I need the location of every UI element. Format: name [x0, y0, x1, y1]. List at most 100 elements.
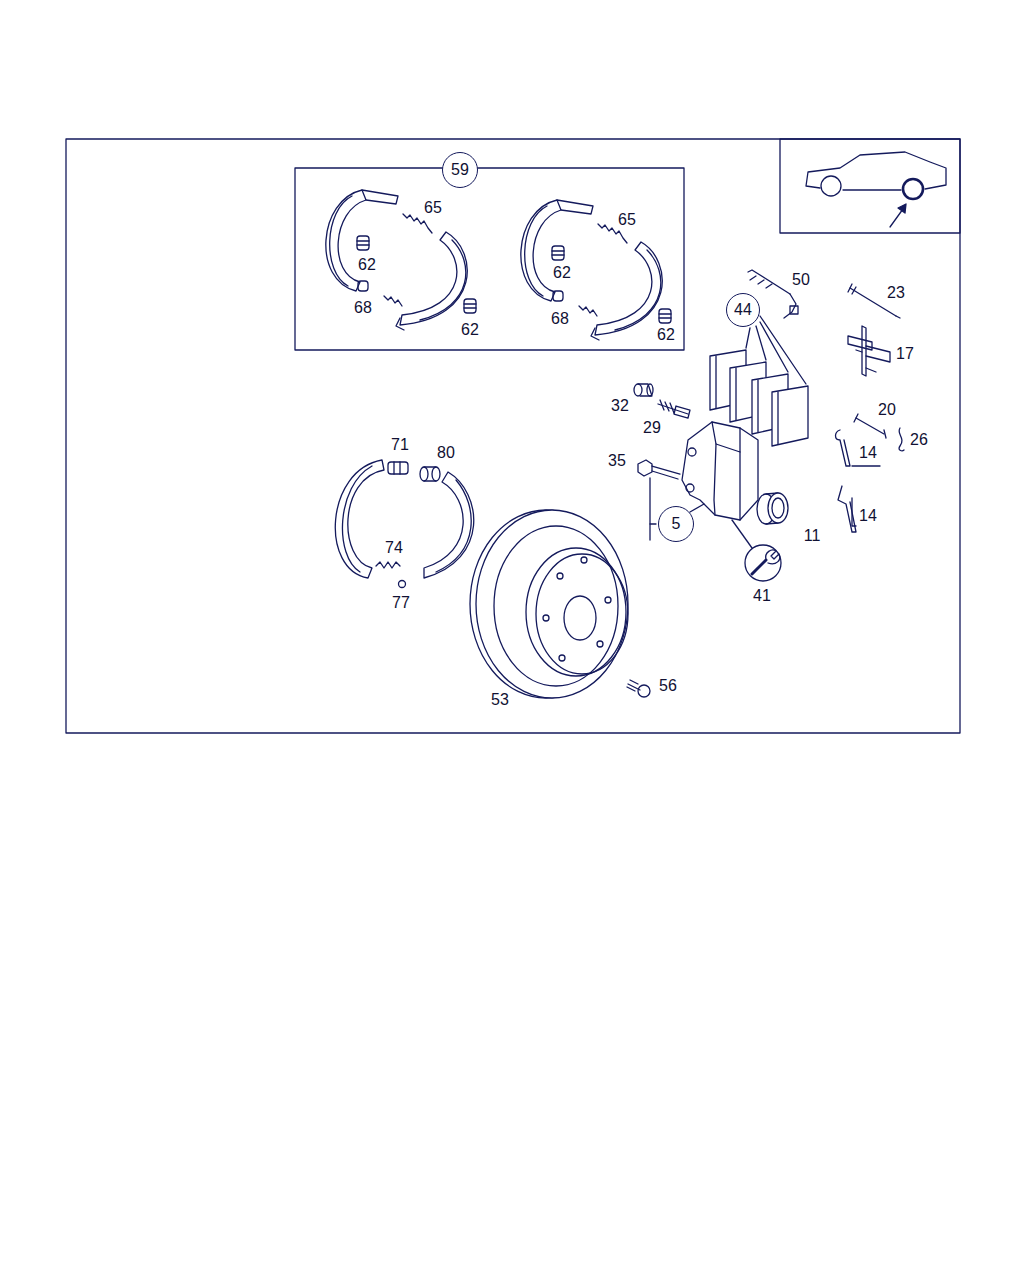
retaining-clip	[836, 430, 851, 466]
vehicle-inset	[903, 179, 923, 199]
brake-caliper	[739, 452, 740, 520]
bleed-screw	[658, 400, 690, 418]
callout-number: 62	[356, 256, 378, 274]
callout-number: 32	[609, 397, 631, 415]
retaining-clip	[836, 430, 881, 532]
retaining-pin	[856, 418, 884, 434]
brake-disc	[605, 597, 611, 603]
callout-circle: 5	[658, 506, 694, 542]
vehicle-inset	[843, 189, 901, 190]
outer-frame	[66, 139, 960, 733]
parking-brake-shoes	[436, 480, 471, 572]
dust-cap	[647, 384, 653, 396]
brake-caliper	[686, 484, 694, 492]
callout-number: 74	[383, 539, 405, 557]
callout-number: 53	[489, 691, 511, 709]
brake-disc	[559, 655, 565, 661]
brake-disc	[494, 526, 618, 686]
wear-sensor	[750, 276, 772, 288]
torque-symbol	[766, 550, 780, 564]
leader-line	[649, 478, 650, 540]
vehicle-inset	[780, 139, 960, 233]
callout-number: 35	[606, 452, 628, 470]
spring-clip	[899, 428, 904, 451]
callout-number: 29	[641, 419, 663, 437]
guide-pin	[848, 284, 856, 294]
disc-screw	[638, 685, 650, 697]
torque-symbol	[745, 545, 781, 581]
parking-brake-shoes	[432, 467, 440, 481]
parking-brake-shoes	[399, 462, 400, 474]
leader-line	[760, 316, 806, 384]
callout-number: 68	[549, 310, 571, 328]
callout-circle: 59	[442, 152, 478, 188]
callout-number: 62	[551, 264, 573, 282]
brake-disc	[543, 615, 549, 621]
brake-disc	[470, 510, 628, 698]
callout-number: 65	[616, 211, 638, 229]
callout-number: 71	[389, 436, 411, 454]
parking-shoe-set	[521, 200, 671, 340]
parking-brake-shoes	[393, 462, 394, 474]
caliper-piston	[768, 493, 788, 523]
dust-cap	[634, 384, 653, 396]
vehicle-inset	[806, 152, 946, 189]
torque-symbol	[752, 560, 766, 574]
parking-brake-shoes	[424, 472, 474, 578]
leader-line	[746, 316, 806, 384]
leader-line	[732, 520, 752, 548]
callout-number: 80	[435, 444, 457, 462]
callout-number: 20	[876, 401, 898, 419]
callout-number: 68	[352, 299, 374, 317]
leader-line	[650, 478, 752, 548]
callout-number: 26	[908, 431, 930, 449]
guide-pin	[896, 316, 900, 318]
callout-number: 65	[422, 199, 444, 217]
callout-number: 44	[734, 302, 752, 318]
vehicle-inset	[780, 139, 960, 233]
callout-number: 5	[672, 516, 681, 532]
parking-brake-shoes	[376, 562, 400, 568]
retaining-clip	[852, 498, 856, 526]
disc-screw	[627, 680, 650, 697]
callout-number: 62	[655, 326, 677, 344]
vehicle-inset	[898, 204, 906, 213]
spring-clip	[899, 428, 904, 451]
parking-shoe-set	[295, 168, 684, 350]
callout-number: 59	[451, 162, 469, 178]
brake-disc	[581, 557, 587, 563]
parking-brake-shoes	[399, 581, 406, 588]
leader-line	[746, 328, 750, 348]
callout-number: 56	[657, 677, 679, 695]
callout-circle: 44	[726, 293, 760, 327]
vehicle-inset	[821, 176, 841, 196]
pad-spring	[866, 346, 890, 362]
disc-screw	[627, 680, 638, 691]
parking-brake-shoes	[335, 460, 473, 588]
caliper-bolt	[638, 460, 652, 476]
callout-number: 14	[857, 444, 879, 462]
callout-number: 14	[857, 507, 879, 525]
pad-spring	[862, 326, 866, 376]
bleed-screw	[674, 406, 690, 418]
callout-number: 17	[894, 345, 916, 363]
outer-frame	[66, 139, 960, 733]
brake-disc	[564, 596, 596, 640]
leader-line	[760, 322, 788, 372]
parking-brake-shoes	[342, 466, 372, 572]
callout-number: 23	[885, 284, 907, 302]
caliper-bolt	[638, 460, 680, 479]
callout-number: 62	[459, 321, 481, 339]
parking-shoe-set	[295, 168, 684, 350]
caliper-bolt	[652, 466, 680, 479]
leader-line	[650, 523, 656, 524]
dust-cap	[634, 384, 642, 396]
caliper-piston	[757, 493, 788, 524]
pad-spring	[848, 326, 890, 376]
vehicle-inset	[890, 209, 903, 227]
parking-brake-shoes	[420, 467, 428, 481]
wear-sensor	[790, 306, 798, 314]
parking-brake-shoes	[388, 462, 408, 474]
caliper-piston	[772, 498, 784, 518]
